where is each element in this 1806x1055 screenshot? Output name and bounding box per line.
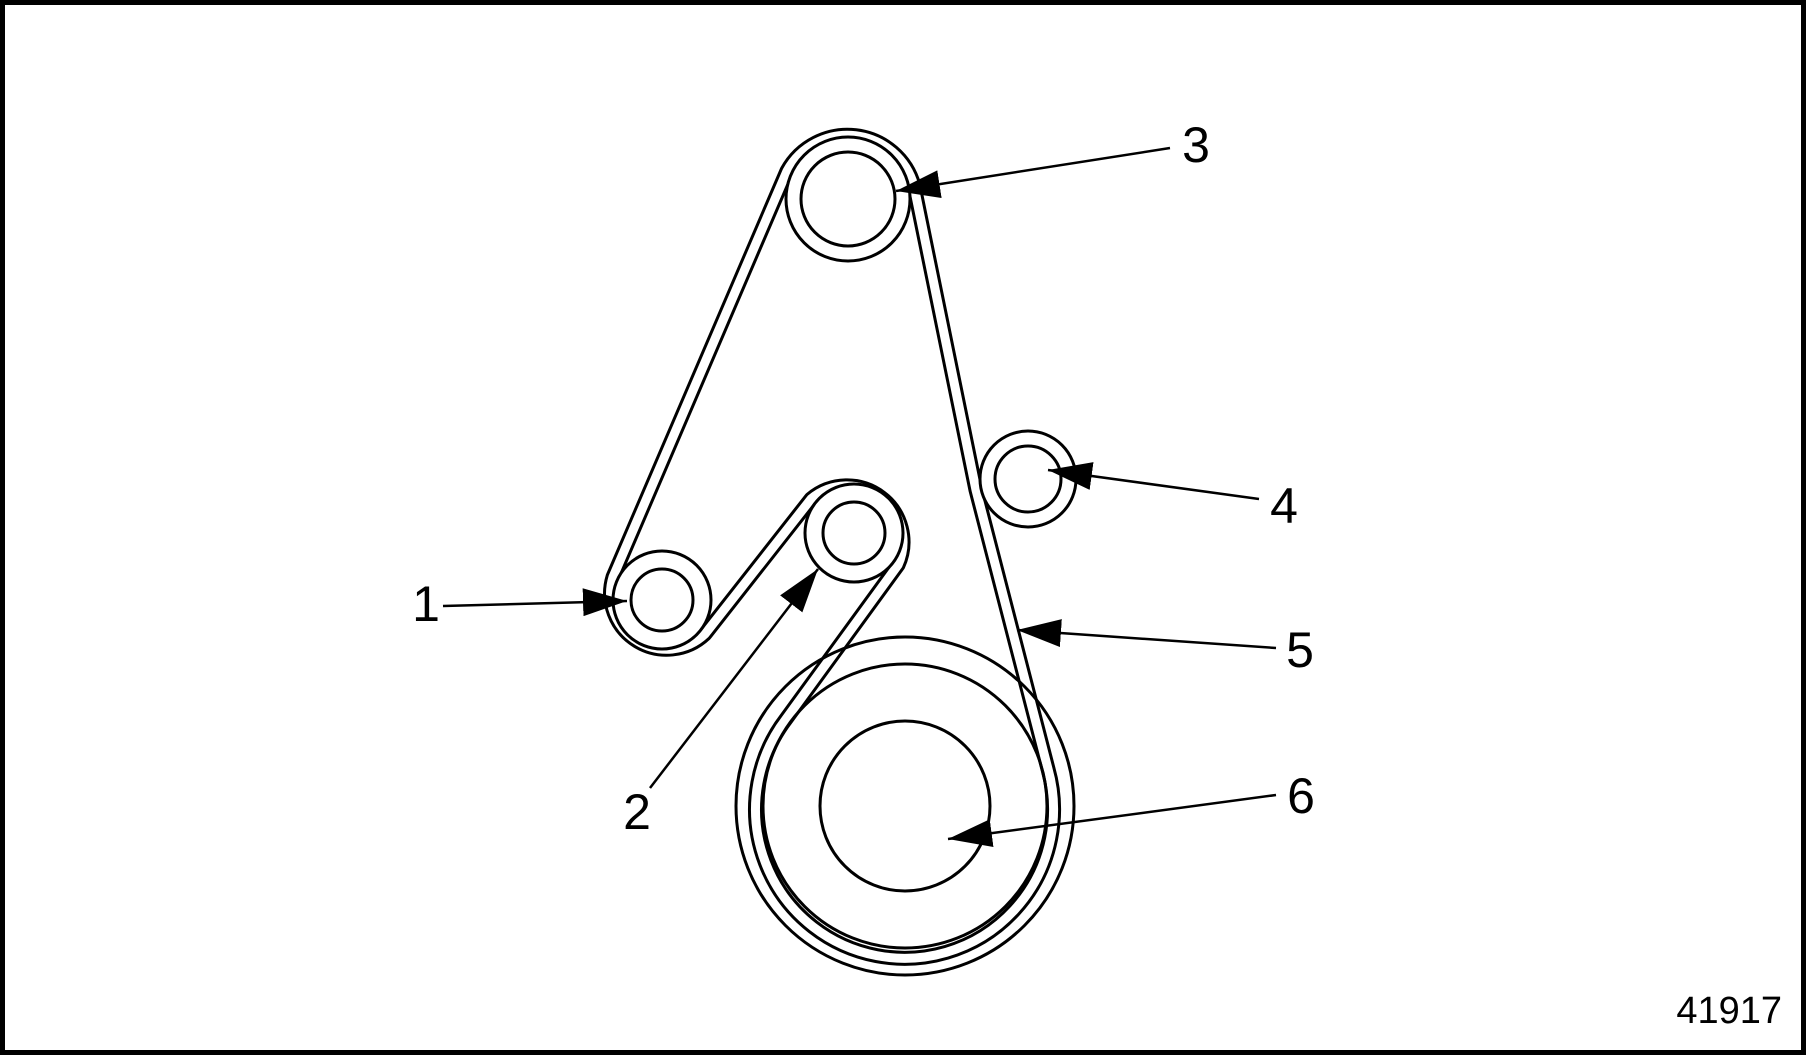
callout-3-arrow xyxy=(895,146,1171,199)
callout-1-arrow xyxy=(442,588,628,617)
callout-4-arrow xyxy=(1047,462,1260,501)
callout-label-6: 6 xyxy=(1287,768,1315,824)
pulley-6 xyxy=(734,635,1076,977)
callout-label-1: 1 xyxy=(412,576,440,632)
callout-label-5: 5 xyxy=(1286,622,1314,678)
callout-arrows xyxy=(442,146,1277,848)
callout-2-arrow xyxy=(649,568,819,789)
callout-6-arrow xyxy=(947,793,1277,848)
figure-number: 41917 xyxy=(1676,990,1782,1032)
callout-label-4: 4 xyxy=(1270,478,1298,534)
callout-5-arrow xyxy=(1016,619,1277,650)
pulley-4 xyxy=(978,429,1078,529)
callout-label-2: 2 xyxy=(623,784,651,840)
callout-label-3: 3 xyxy=(1182,117,1210,173)
pulley-1 xyxy=(611,549,713,651)
pulley-2 xyxy=(803,482,905,584)
pulley-3 xyxy=(784,135,912,263)
